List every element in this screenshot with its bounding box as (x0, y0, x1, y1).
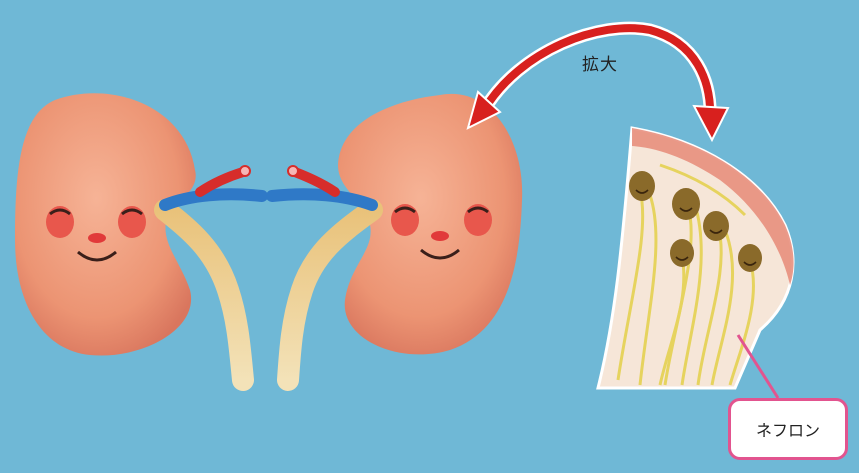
nephron-label: ネフロン (756, 417, 820, 441)
left-vein (165, 194, 262, 205)
nephron-closeup (598, 128, 794, 388)
right-kidney-nose (431, 231, 449, 241)
right-vein (272, 194, 372, 205)
left-kidney-nose (88, 233, 106, 243)
curved-double-arrow-icon (468, 28, 728, 140)
zoom-label: 拡大 (582, 50, 618, 75)
nephron-callout-box: ネフロン (728, 398, 848, 460)
